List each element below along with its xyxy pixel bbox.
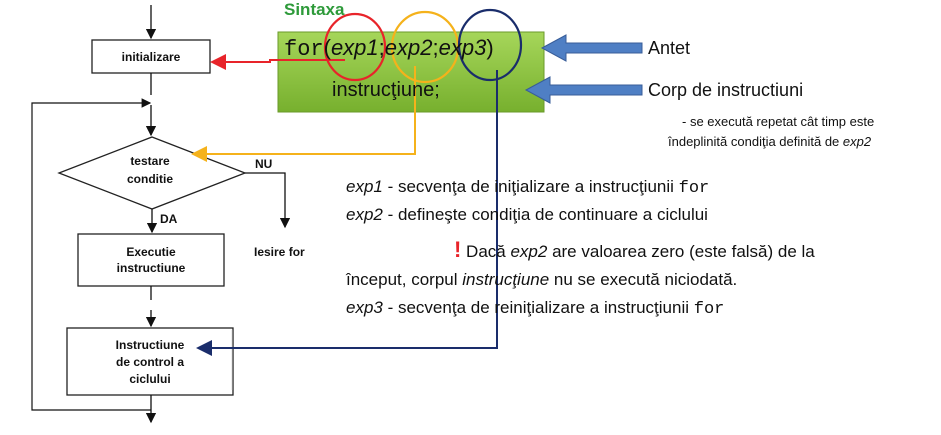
antet-arrow (540, 34, 643, 62)
exp1-explanation: exp1 - secvenţa de iniţializare a instru… (346, 177, 710, 198)
open-paren: ( (323, 35, 331, 60)
for-keyword: for (284, 37, 324, 62)
corp-arrow (524, 76, 643, 104)
ctrl-box (66, 327, 234, 396)
warning-line-1: ! Dacă exp2 are valoarea zero (este fals… (454, 237, 815, 262)
test-label-line-1: testare (130, 154, 170, 168)
exp3-connector (196, 70, 498, 356)
corp-label: Corp de instructiuni (648, 80, 804, 100)
exec-label-line-1: Executie (126, 245, 176, 259)
exp2-term: exp2 (384, 35, 433, 60)
syntax-title: Sintaxa (284, 0, 345, 19)
exp3-term: exp3 (438, 35, 487, 60)
exp1-term: exp1 (330, 35, 379, 60)
warning-icon: ! (454, 237, 462, 262)
exp1-circle (323, 12, 387, 82)
exp3-explanation: exp3 - secvenţa de reiniţializare a inst… (346, 298, 725, 319)
yes-label: DA (160, 212, 178, 226)
syntax-body: instrucţiune; (332, 79, 440, 101)
warning-line-2: început, corpul instrucţiune nu se execu… (346, 270, 738, 289)
ctrl-label-line-3: ciclului (129, 372, 171, 386)
antet-label: Antet (648, 38, 691, 58)
no-label: NU (255, 157, 273, 171)
separator-2: ; (432, 35, 439, 60)
exp1-connector (210, 54, 345, 70)
separator-1: ; (378, 35, 385, 60)
ctrl-label-line-1: Instructiune (115, 338, 185, 352)
exec-box (77, 233, 225, 287)
exp2-connector (191, 66, 416, 162)
init-label: initializare (121, 50, 181, 64)
exp2-explanation: exp2 - defineşte condiţia de continuare … (346, 205, 708, 224)
test-label-line-2: conditie (126, 172, 173, 186)
ctrl-label-line-2: de control a (115, 355, 184, 369)
flowchart-shapes (31, 5, 291, 424)
exp3-circle (457, 8, 523, 82)
close-paren: ) (486, 35, 494, 60)
syntax-header: for(exp1;exp2;exp3) (284, 35, 494, 62)
exec-label-line-2: instructiune (116, 261, 186, 275)
exit-label: Iesire for (254, 245, 305, 259)
syntax-box (277, 31, 545, 113)
corp-note-line-2: îndeplinită condiţia definită de exp2 (668, 134, 872, 149)
corp-note-line-1: - se execută repetat cât timp este (682, 114, 875, 129)
